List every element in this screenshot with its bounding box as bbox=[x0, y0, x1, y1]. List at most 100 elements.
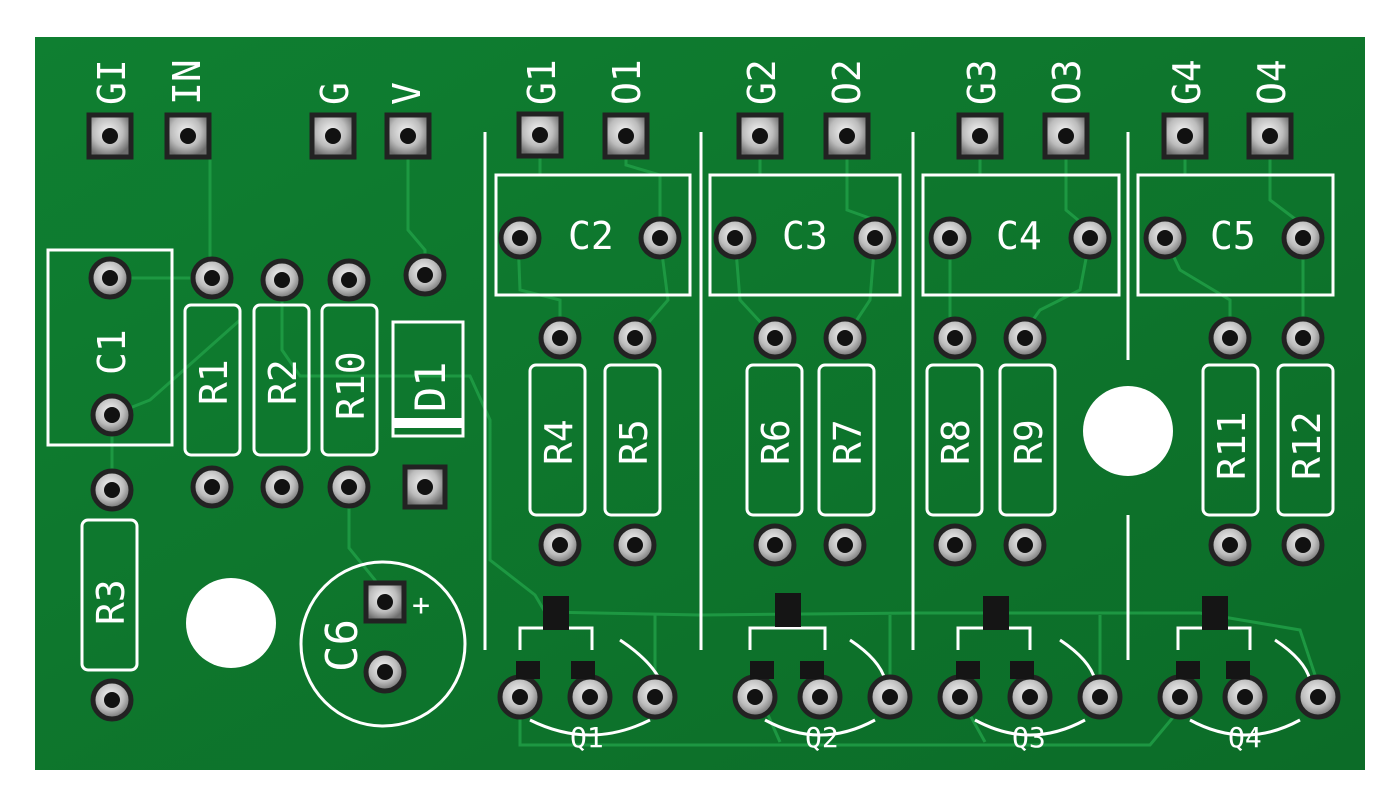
label-o3: O3 bbox=[1045, 59, 1089, 105]
q-pin-7-drill-hole bbox=[1022, 689, 1038, 705]
q-pin-5-drill-hole bbox=[882, 689, 898, 705]
label-r4: R4 bbox=[537, 419, 581, 465]
in-drill-hole bbox=[180, 128, 196, 144]
r10-bot-drill-hole bbox=[341, 479, 357, 495]
label-g2: G2 bbox=[740, 59, 784, 105]
silkscreen-outlines bbox=[46, 132, 1335, 737]
q-pin-3-drill-hole bbox=[747, 689, 763, 705]
label-r6: R6 bbox=[754, 419, 798, 465]
label-r8: R8 bbox=[934, 419, 978, 465]
q-pin-8-drill-hole bbox=[1092, 689, 1108, 705]
res-top-2-drill-hole bbox=[767, 330, 783, 346]
label-c5: C5 bbox=[1210, 214, 1256, 258]
c1-a-drill-hole bbox=[102, 270, 118, 286]
cap-6-drill-hole bbox=[1157, 230, 1173, 246]
res-top-0-drill-hole bbox=[552, 330, 568, 346]
q-lead-6-smd-pad bbox=[1176, 661, 1200, 679]
label-q2: Q2 bbox=[805, 721, 839, 754]
res-bot-7-drill-hole bbox=[1295, 537, 1311, 553]
q-pin-0-drill-hole bbox=[512, 689, 528, 705]
q-lead-5-smd-pad bbox=[1010, 661, 1034, 679]
r3-bot-drill-hole bbox=[104, 692, 120, 708]
label-c2: C2 bbox=[568, 214, 614, 258]
label-in: IN bbox=[165, 59, 209, 105]
label-r11: R11 bbox=[1210, 411, 1254, 480]
label-c6-polarity: + bbox=[412, 588, 430, 623]
q-smd-0-smd-pad bbox=[543, 596, 569, 630]
res-top-5-drill-hole bbox=[1017, 330, 1033, 346]
label-r1: R1 bbox=[192, 359, 236, 405]
c6-neg-drill-hole bbox=[377, 664, 393, 680]
r1-bot-drill-hole bbox=[204, 479, 220, 495]
q-lead-3-smd-pad bbox=[800, 661, 824, 679]
res-bot-4-drill-hole bbox=[947, 537, 963, 553]
cap-4-drill-hole bbox=[942, 230, 958, 246]
q-smd-3-smd-pad bbox=[1202, 596, 1228, 630]
c6-pos-drill-hole bbox=[377, 594, 393, 610]
mounting-hole-right bbox=[1083, 386, 1173, 476]
label-g4: G4 bbox=[1165, 59, 1209, 105]
label-r9: R9 bbox=[1007, 419, 1051, 465]
r1-top-drill-hole bbox=[204, 270, 220, 286]
label-c6: C6 bbox=[317, 619, 368, 672]
res-bot-2-drill-hole bbox=[767, 537, 783, 553]
label-v: V bbox=[385, 82, 429, 105]
label-g: G bbox=[313, 82, 357, 105]
res-top-4-drill-hole bbox=[947, 330, 963, 346]
d1-bot-drill-hole bbox=[417, 479, 433, 495]
q-pin-2-drill-hole bbox=[647, 689, 663, 705]
cap-3-drill-hole bbox=[867, 230, 883, 246]
q-smd-2-smd-pad bbox=[983, 596, 1009, 630]
g2-drill-hole bbox=[752, 128, 768, 144]
q-pin-11-drill-hole bbox=[1310, 689, 1326, 705]
res-bot-1-drill-hole bbox=[627, 537, 643, 553]
cap-1-drill-hole bbox=[652, 230, 668, 246]
r2-top-drill-hole bbox=[274, 272, 290, 288]
c1-b-drill-hole bbox=[104, 407, 120, 423]
label-r12: R12 bbox=[1285, 411, 1329, 480]
r2-bot-drill-hole bbox=[274, 479, 290, 495]
res-top-6-drill-hole bbox=[1222, 330, 1238, 346]
g3-drill-hole bbox=[972, 128, 988, 144]
cap-2-drill-hole bbox=[727, 230, 743, 246]
q-lead-1-smd-pad bbox=[571, 661, 595, 679]
q-lead-0-smd-pad bbox=[516, 661, 540, 679]
label-g3: G3 bbox=[960, 59, 1004, 105]
cap-7-drill-hole bbox=[1295, 230, 1311, 246]
cap-5-drill-hole bbox=[1082, 230, 1098, 246]
mounting-hole-left bbox=[186, 578, 276, 668]
d1-top-drill-hole bbox=[417, 267, 433, 283]
res-bot-5-drill-hole bbox=[1017, 537, 1033, 553]
q-lead-7-smd-pad bbox=[1226, 661, 1250, 679]
label-o1: O1 bbox=[605, 59, 649, 105]
silkscreen-labels: GI IN G V G1 O1 G2 O2 G3 O3 G4 O4 C1 R1 … bbox=[89, 59, 1329, 754]
pads bbox=[86, 111, 1341, 722]
q-pin-4-drill-hole bbox=[812, 689, 828, 705]
label-q4: Q4 bbox=[1228, 721, 1262, 754]
res-top-3-drill-hole bbox=[837, 330, 853, 346]
q-lead-4-smd-pad bbox=[956, 661, 980, 679]
o1-drill-hole bbox=[618, 128, 634, 144]
q-smd-1-smd-pad bbox=[775, 593, 801, 627]
label-r7: R7 bbox=[826, 419, 870, 465]
g4-drill-hole bbox=[1177, 128, 1193, 144]
v-drill-hole bbox=[400, 128, 416, 144]
o1-pad-square bbox=[602, 112, 650, 160]
o4-drill-hole bbox=[1262, 128, 1278, 144]
res-top-7-drill-hole bbox=[1295, 330, 1311, 346]
label-c3: C3 bbox=[782, 214, 828, 258]
g-drill-hole bbox=[325, 128, 341, 144]
gi-drill-hole bbox=[102, 128, 118, 144]
label-q3: Q3 bbox=[1012, 721, 1046, 754]
o2-drill-hole bbox=[839, 128, 855, 144]
cap-0-drill-hole bbox=[512, 230, 528, 246]
label-q1: Q1 bbox=[570, 721, 604, 754]
label-c1: C1 bbox=[90, 329, 134, 375]
q-pin-9-drill-hole bbox=[1172, 689, 1188, 705]
res-top-1-drill-hole bbox=[627, 330, 643, 346]
res-bot-6-drill-hole bbox=[1222, 537, 1238, 553]
q-pin-6-drill-hole bbox=[952, 689, 968, 705]
label-r10: R10 bbox=[329, 351, 373, 420]
label-gi: GI bbox=[90, 59, 134, 105]
